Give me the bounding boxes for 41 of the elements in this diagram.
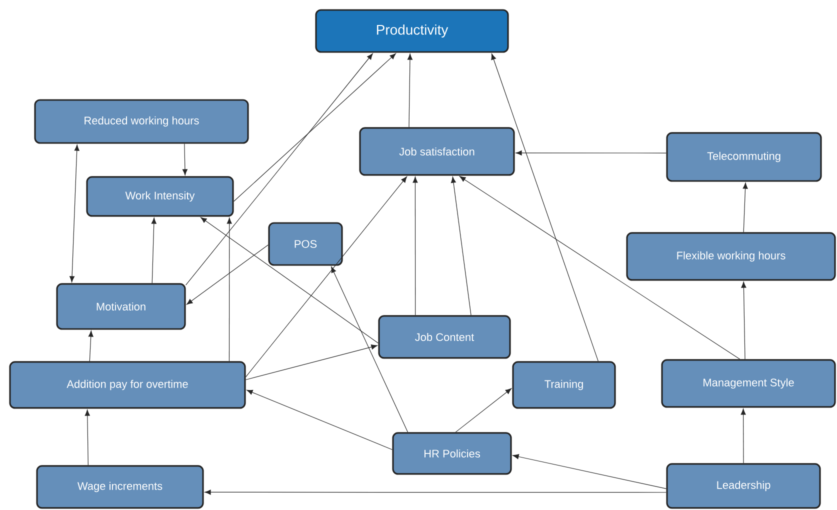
arrow: [200, 217, 378, 344]
factor-box: Motivation: [56, 283, 186, 330]
factor-box: Training: [512, 361, 616, 409]
arrow: [331, 266, 408, 432]
arrow: [491, 54, 598, 362]
factor-box: Telecommuting: [666, 132, 822, 182]
title-box: Productivity: [315, 9, 509, 53]
arrow: [741, 282, 746, 360]
arrow: [182, 143, 188, 176]
factor-box: Job satisfaction: [359, 127, 515, 176]
arrow: [84, 410, 90, 466]
arrow: [516, 150, 666, 156]
arrow: [70, 144, 80, 282]
arrow: [246, 390, 392, 450]
arrow: [226, 218, 232, 362]
factor-box: Reduced working hours: [34, 99, 249, 144]
arrow: [246, 176, 407, 378]
factor-box: Wage increments: [36, 465, 204, 509]
arrow: [742, 182, 748, 232]
factor-box: Addition pay for overtime: [9, 361, 246, 409]
factor-box: Management Style: [661, 359, 836, 408]
factor-box: Work Intensity: [86, 176, 234, 217]
factor-box: POS: [268, 222, 343, 266]
arrow: [740, 408, 746, 464]
arrow: [455, 388, 512, 432]
arrow: [88, 330, 94, 362]
arrow: [151, 218, 156, 284]
arrow: [204, 490, 666, 495]
arrow: [459, 176, 740, 360]
arrow: [234, 53, 396, 202]
arrow: [186, 244, 268, 305]
factor-box: Flexible working hours: [626, 232, 836, 281]
arrow: [450, 176, 472, 316]
factor-box: HR Policies: [392, 432, 512, 475]
arrow: [246, 344, 378, 380]
arrow: [407, 54, 412, 128]
arrow: [412, 176, 418, 316]
arrow: [186, 53, 373, 286]
arrow: [512, 454, 666, 490]
factor-box: Job Content: [378, 315, 511, 359]
factor-box: Leadership: [666, 463, 821, 509]
